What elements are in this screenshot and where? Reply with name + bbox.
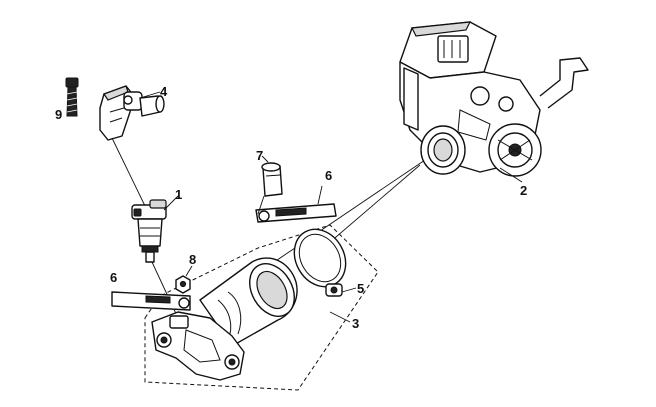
callout-7: 7: [256, 148, 263, 163]
leader-1: [163, 195, 179, 211]
cap-clamp-line: [257, 195, 265, 215]
throttle-body-part: [399, 21, 589, 177]
clamp-band-lower-part: [111, 291, 191, 311]
callout-2: 2: [520, 183, 527, 198]
bolt-part: [65, 77, 79, 117]
leader-6-upper: [317, 185, 323, 205]
holder-injector-line: [111, 137, 147, 209]
leader-5: [341, 287, 357, 293]
callout-6-lower: 6: [110, 270, 117, 285]
clamp-band-upper-part: [255, 203, 337, 223]
leader-8: [185, 265, 193, 277]
leader-7: [261, 155, 269, 163]
leader-4: [139, 91, 161, 99]
fuel-injector-part: [131, 199, 167, 263]
leader-2: [499, 167, 523, 183]
hose-clamp-part: [293, 228, 347, 297]
callout-6-upper: 6: [325, 168, 332, 183]
callout-9: 9: [55, 107, 62, 122]
nut-part: [175, 275, 191, 294]
alignment-line: [254, 159, 426, 276]
callout-5: 5: [357, 281, 364, 296]
callout-3: 3: [352, 316, 359, 331]
intake-manifold-part: [151, 257, 298, 381]
callout-1: 1: [175, 187, 182, 202]
cap-sleeve-part: [261, 162, 283, 197]
callout-4: 4: [160, 84, 168, 99]
leader-3: [329, 311, 351, 323]
injector-holder-part: [99, 85, 165, 141]
callout-8: 8: [189, 252, 196, 267]
